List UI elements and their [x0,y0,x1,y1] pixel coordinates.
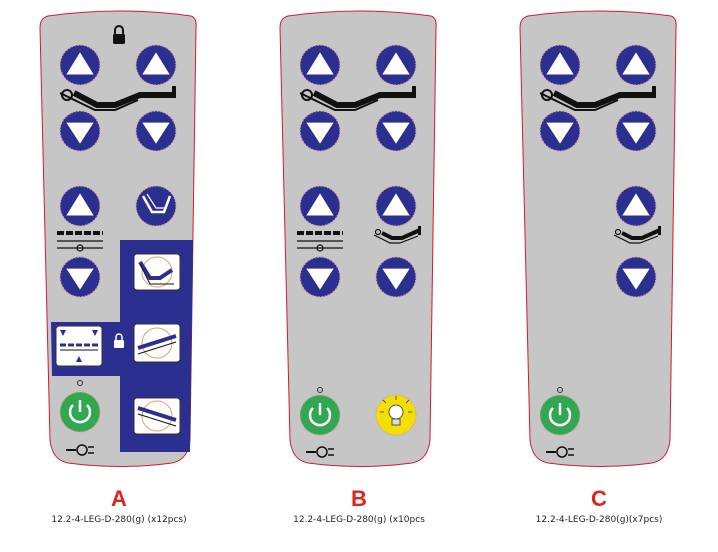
plug-icon [546,446,574,458]
remote-b-body [279,10,437,467]
bed-height-icon [297,231,343,252]
lock-functions-button[interactable] [55,325,103,367]
remote-c-code: 12.2-4-LEG-D-280(g)(x7pcs) [535,515,663,525]
height-down-button[interactable] [299,256,341,298]
legrest-down-button[interactable] [615,110,657,152]
backrest-down-button[interactable] [539,110,581,152]
bed-height-icon [57,231,103,252]
legrest-down-button[interactable] [375,110,417,152]
chair-position-button[interactable] [133,253,181,291]
bed-backrest-legrest-icon [299,86,416,111]
legrest-up-button[interactable] [135,44,177,86]
backrest-down-button[interactable] [299,110,341,152]
tilt-down-button[interactable] [615,256,657,298]
bed-tilt-icon [613,226,661,244]
knee-contour-button[interactable] [135,185,177,227]
power-button[interactable] [59,391,101,433]
light-button[interactable] [375,394,417,436]
lock-icon [113,25,125,44]
remote-b-code: 12.2-4-LEG-D-280(g) (x10pcs [293,515,425,525]
tilt-up-button[interactable] [375,185,417,227]
panel-lock-icon [114,333,124,348]
remote-b-label: B [351,486,367,511]
plug-icon [66,444,94,456]
flat-position-button[interactable] [133,323,181,363]
plug-icon [306,446,334,458]
legrest-down-button[interactable] [135,110,177,152]
legrest-up-button[interactable] [615,44,657,86]
power-button[interactable] [299,394,341,436]
backrest-down-button[interactable] [59,110,101,152]
bed-backrest-legrest-icon [59,86,176,111]
height-up-button[interactable] [59,185,101,227]
bed-tilt-icon [373,226,421,244]
remote-c-body [519,10,677,467]
height-up-button[interactable] [299,185,341,227]
bed-backrest-legrest-icon [539,86,656,111]
backrest-up-button[interactable] [59,44,101,86]
backrest-up-button[interactable] [539,44,581,86]
remote-a-label: A [111,486,127,511]
power-button[interactable] [539,394,581,436]
tilt-down-button[interactable] [375,256,417,298]
lightbulb-icon [380,396,412,426]
remote-c-label: C [591,486,607,511]
trendelenburg-button[interactable] [133,397,181,435]
backrest-up-button[interactable] [299,44,341,86]
remote-a-code: 12.2-4-LEG-D-280(g) (x12pcs) [51,515,187,525]
tilt-up-button[interactable] [615,185,657,227]
legrest-up-button[interactable] [375,44,417,86]
height-down-button[interactable] [59,256,101,298]
